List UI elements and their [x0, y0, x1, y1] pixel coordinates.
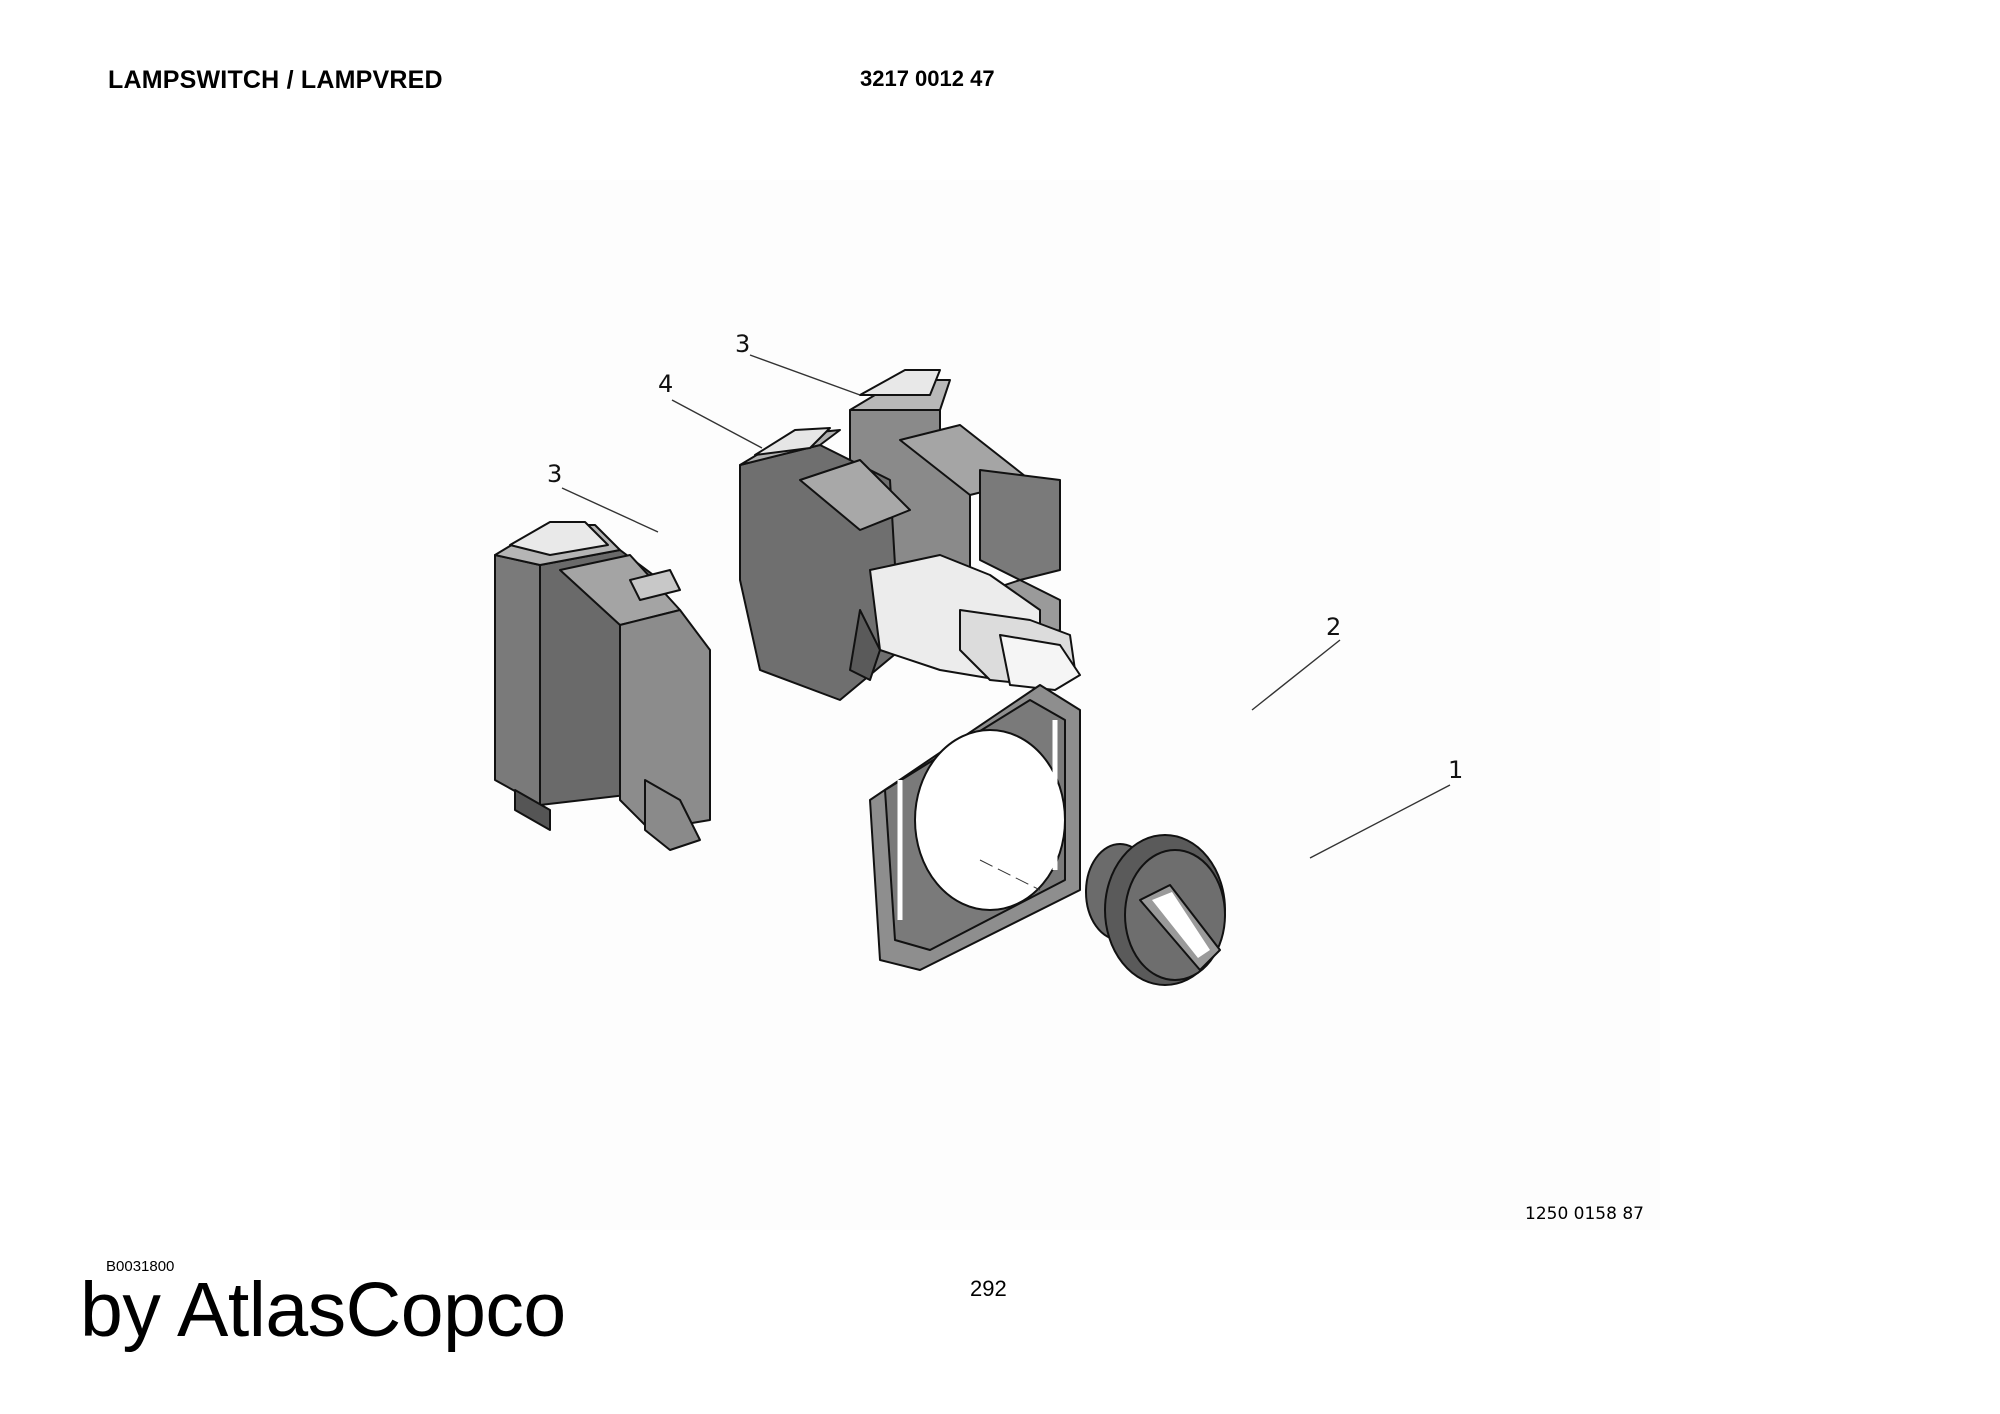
document-id: B0031800 [106, 1258, 175, 1275]
lamp-holder-block [739, 427, 911, 701]
exploded-view-drawing: 3 4 3 2 1 [494, 330, 1463, 986]
brand-text: by AtlasCopco [80, 1267, 566, 1353]
callout-3-lower: 3 [547, 460, 562, 488]
callout-1: 1 [1448, 756, 1463, 784]
mounting-collar [869, 684, 1081, 971]
part-number: 3217 0012 47 [860, 66, 995, 91]
drawing-number: 1250 0158 87 [1525, 1204, 1644, 1224]
selector-knob [1085, 834, 1226, 986]
contact-block-front [494, 521, 711, 851]
page-number: 292 [970, 1276, 1007, 1301]
callout-4: 4 [658, 370, 673, 398]
callout-3-upper: 3 [735, 330, 750, 358]
page-title: LAMPSWITCH / LAMPVRED [108, 66, 443, 94]
lamp-socket [869, 554, 1081, 691]
callout-2: 2 [1326, 613, 1341, 641]
exploded-view-figure: 3 4 3 2 1 [340, 180, 1660, 1230]
